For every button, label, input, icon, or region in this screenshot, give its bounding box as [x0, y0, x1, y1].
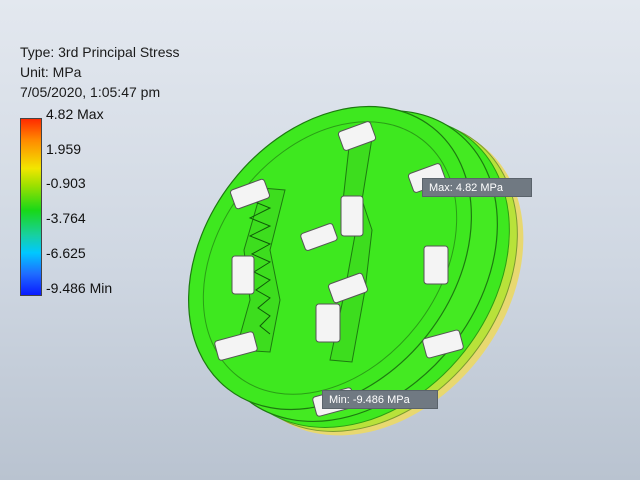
load-glyphs: [214, 121, 464, 417]
legend-label: -6.625: [46, 245, 86, 261]
legend-label: -0.903: [46, 175, 86, 191]
max-probe-label[interactable]: Max: 4.82 MPa: [422, 178, 532, 197]
result-info: Type: 3rd Principal Stress Unit: MPa 7/0…: [20, 42, 180, 102]
legend-label-max: 4.82 Max: [46, 106, 104, 122]
legend-label: 1.959: [46, 141, 82, 157]
color-legend-bar: [20, 118, 42, 296]
result-type: Type: 3rd Principal Stress: [20, 44, 180, 60]
legend-label-min: -9.486 Min: [46, 280, 113, 296]
result-unit: Unit: MPa: [20, 64, 82, 80]
result-timestamp: 7/05/2020, 1:05:47 pm: [20, 84, 161, 100]
legend-label: -3.764: [46, 210, 86, 226]
min-probe-label[interactable]: Min: -9.486 MPa: [322, 390, 438, 409]
